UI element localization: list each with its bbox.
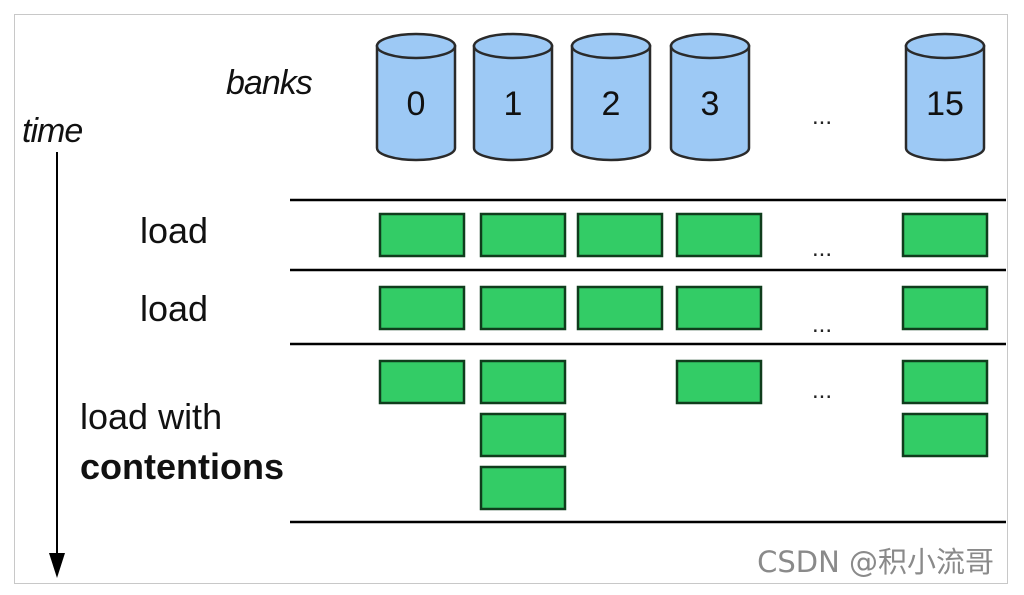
row-2-ellipsis: ... xyxy=(812,311,832,338)
bank-number-label: 15 xyxy=(926,85,964,123)
memory-access-block xyxy=(479,285,567,331)
row-1-ellipsis: ... xyxy=(812,235,832,262)
memory-access-block xyxy=(479,412,567,458)
memory-access-block xyxy=(576,212,664,258)
time-arrow xyxy=(49,152,65,578)
row-3-ellipsis: ... xyxy=(812,377,832,404)
bank-cylinder-1: 1 xyxy=(472,32,554,162)
memory-access-block xyxy=(378,212,466,258)
access-row-1 xyxy=(378,212,989,258)
memory-access-block xyxy=(479,212,567,258)
watermark-text: CSDN @积小流哥 xyxy=(757,545,994,579)
row-label-load-2: load xyxy=(140,288,209,329)
row-label-contentions: contentions xyxy=(80,446,284,487)
bank-cylinder-top xyxy=(904,32,986,60)
bank-number-label: 1 xyxy=(504,85,523,123)
memory-access-block xyxy=(378,285,466,331)
memory-access-block xyxy=(576,285,664,331)
bank-cylinder-body xyxy=(375,44,457,162)
bank-cylinder-3: 3 xyxy=(669,32,751,162)
bank-number-label: 0 xyxy=(407,85,426,123)
access-row-2 xyxy=(378,285,989,331)
time-axis-label: time xyxy=(22,112,83,150)
memory-access-block xyxy=(901,359,989,405)
bank-cylinder-top xyxy=(669,32,751,60)
memory-access-block xyxy=(901,212,989,258)
bank-cylinder-body xyxy=(669,44,751,162)
memory-access-block xyxy=(479,359,567,405)
memory-access-block xyxy=(479,465,567,511)
bank-number-label: 3 xyxy=(701,85,720,123)
bank-ellipsis: ... xyxy=(812,103,832,130)
memory-access-block xyxy=(675,359,763,405)
bank-cylinder-top xyxy=(375,32,457,60)
memory-access-block xyxy=(901,412,989,458)
bank-number-label: 2 xyxy=(602,85,621,123)
bank-cylinder-top xyxy=(570,32,652,60)
bank-cylinder-top xyxy=(472,32,554,60)
time-arrow-head xyxy=(49,553,65,578)
bank-cylinder-0: 0 xyxy=(375,32,457,162)
bank-cylinder-body xyxy=(570,44,652,162)
bank-cylinder-body xyxy=(472,44,554,162)
row-label-load-1: load xyxy=(140,210,209,251)
bank-cylinder-body xyxy=(904,44,986,162)
row-label-load-with: load with xyxy=(80,396,223,437)
memory-access-block xyxy=(378,359,466,405)
memory-access-block xyxy=(675,212,763,258)
diagram-frame xyxy=(14,14,1008,584)
banks-label: banks xyxy=(226,64,313,102)
bank-cylinder-2: 2 xyxy=(570,32,652,162)
access-row-3 xyxy=(378,359,989,511)
memory-access-block xyxy=(675,285,763,331)
bank-cylinder-15: 15 xyxy=(904,32,986,162)
memory-access-block xyxy=(901,285,989,331)
